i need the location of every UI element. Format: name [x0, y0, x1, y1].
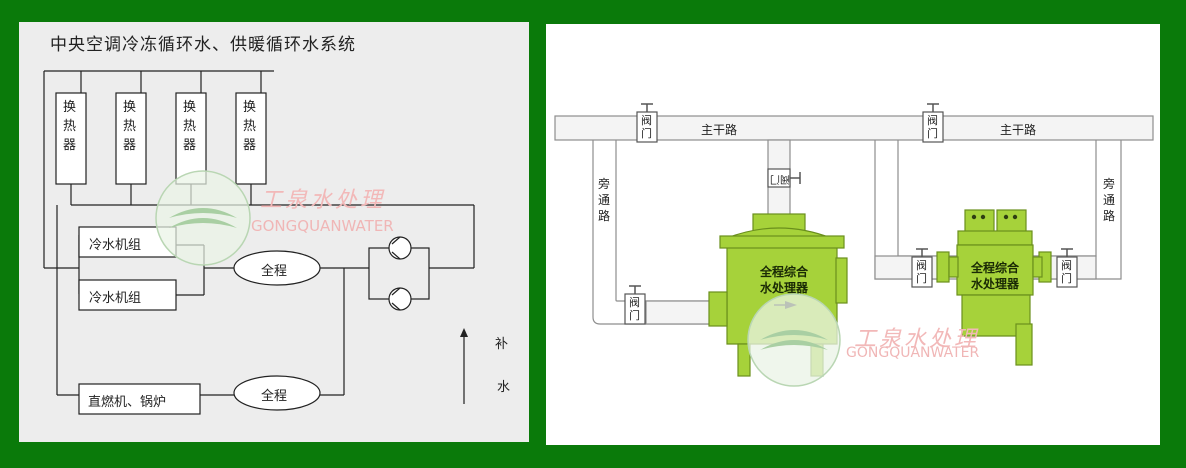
heat-exchanger-2 — [115, 92, 147, 185]
hvac-schematic-lines — [43, 70, 475, 415]
heat-exchanger-label-1: 换热器 — [63, 100, 77, 153]
watermark-brand-cn-left: 工泉水处理 — [260, 188, 386, 213]
heat-exchanger-label-3: 换热器 — [183, 100, 197, 153]
makeup-arrow-icon — [460, 328, 468, 337]
heat-exchanger-1 — [55, 92, 87, 185]
heat-exchanger-3 — [175, 92, 207, 185]
pump-icon-2 — [388, 287, 412, 311]
processor-oval-2 — [233, 375, 321, 411]
watermark-brand-en-right: GONGQUANWATER — [846, 345, 980, 361]
heat-exchanger-label-2: 换热器 — [123, 100, 137, 153]
bypass-label-2: 旁通路 — [1103, 177, 1116, 223]
valve-label-1: 阀门 — [641, 114, 652, 140]
makeup-label-2: 水 — [497, 380, 511, 395]
chiller-label-1: 冷水机组 — [89, 238, 142, 253]
installation-panel: 阀门 阀门 阀门 阀门 阀门 阀门 主干路 主干路 旁通路 旁通路 全程综合水处… — [546, 24, 1160, 445]
pump-icon-1 — [388, 236, 412, 260]
chiller-unit-2 — [78, 279, 177, 311]
installation-drawing — [554, 103, 1154, 377]
valve-label-4: 阀门 — [916, 259, 927, 285]
valve-label-6: 阀门 — [770, 173, 790, 184]
schematic-title: 中央空调冷冻循环水、供暖循环水系统 — [50, 35, 356, 55]
valve-label-5: 阀门 — [1061, 259, 1072, 285]
watermark-brand-cn-right: 工泉水处理 — [854, 327, 980, 352]
main-pipe-label-2: 主干路 — [1000, 123, 1037, 137]
processor-label-2: 全程 — [261, 389, 288, 404]
processor-label-1: 全程综合水处理器 — [759, 265, 808, 295]
heat-exchanger-4 — [235, 92, 267, 185]
boiler-label: 直燃机、锅炉 — [88, 395, 167, 410]
processor-oval-1 — [233, 250, 321, 286]
watermark-brand-en-left: GONGQUANWATER — [251, 217, 394, 235]
boiler-unit — [78, 383, 201, 415]
processor-label-1: 全程 — [261, 264, 288, 279]
bypass-label-1: 旁通路 — [598, 177, 611, 223]
water-processor-2 — [936, 209, 1052, 366]
chiller-label-2: 冷水机组 — [89, 291, 142, 306]
valve-label-2: 阀门 — [927, 114, 938, 140]
makeup-label-1: 补 — [495, 337, 509, 352]
heat-exchanger-label-4: 换热器 — [243, 100, 257, 153]
hvac-schematic-panel: 中央空调冷冻循环水、供暖循环水系统 换热器 换热器 换热器 换热器 冷水机组 冷… — [19, 22, 529, 442]
valve-label-3: 阀门 — [629, 296, 640, 322]
main-pipe-label-1: 主干路 — [701, 123, 738, 137]
processor-label-2: 全程综合水处理器 — [970, 261, 1019, 291]
